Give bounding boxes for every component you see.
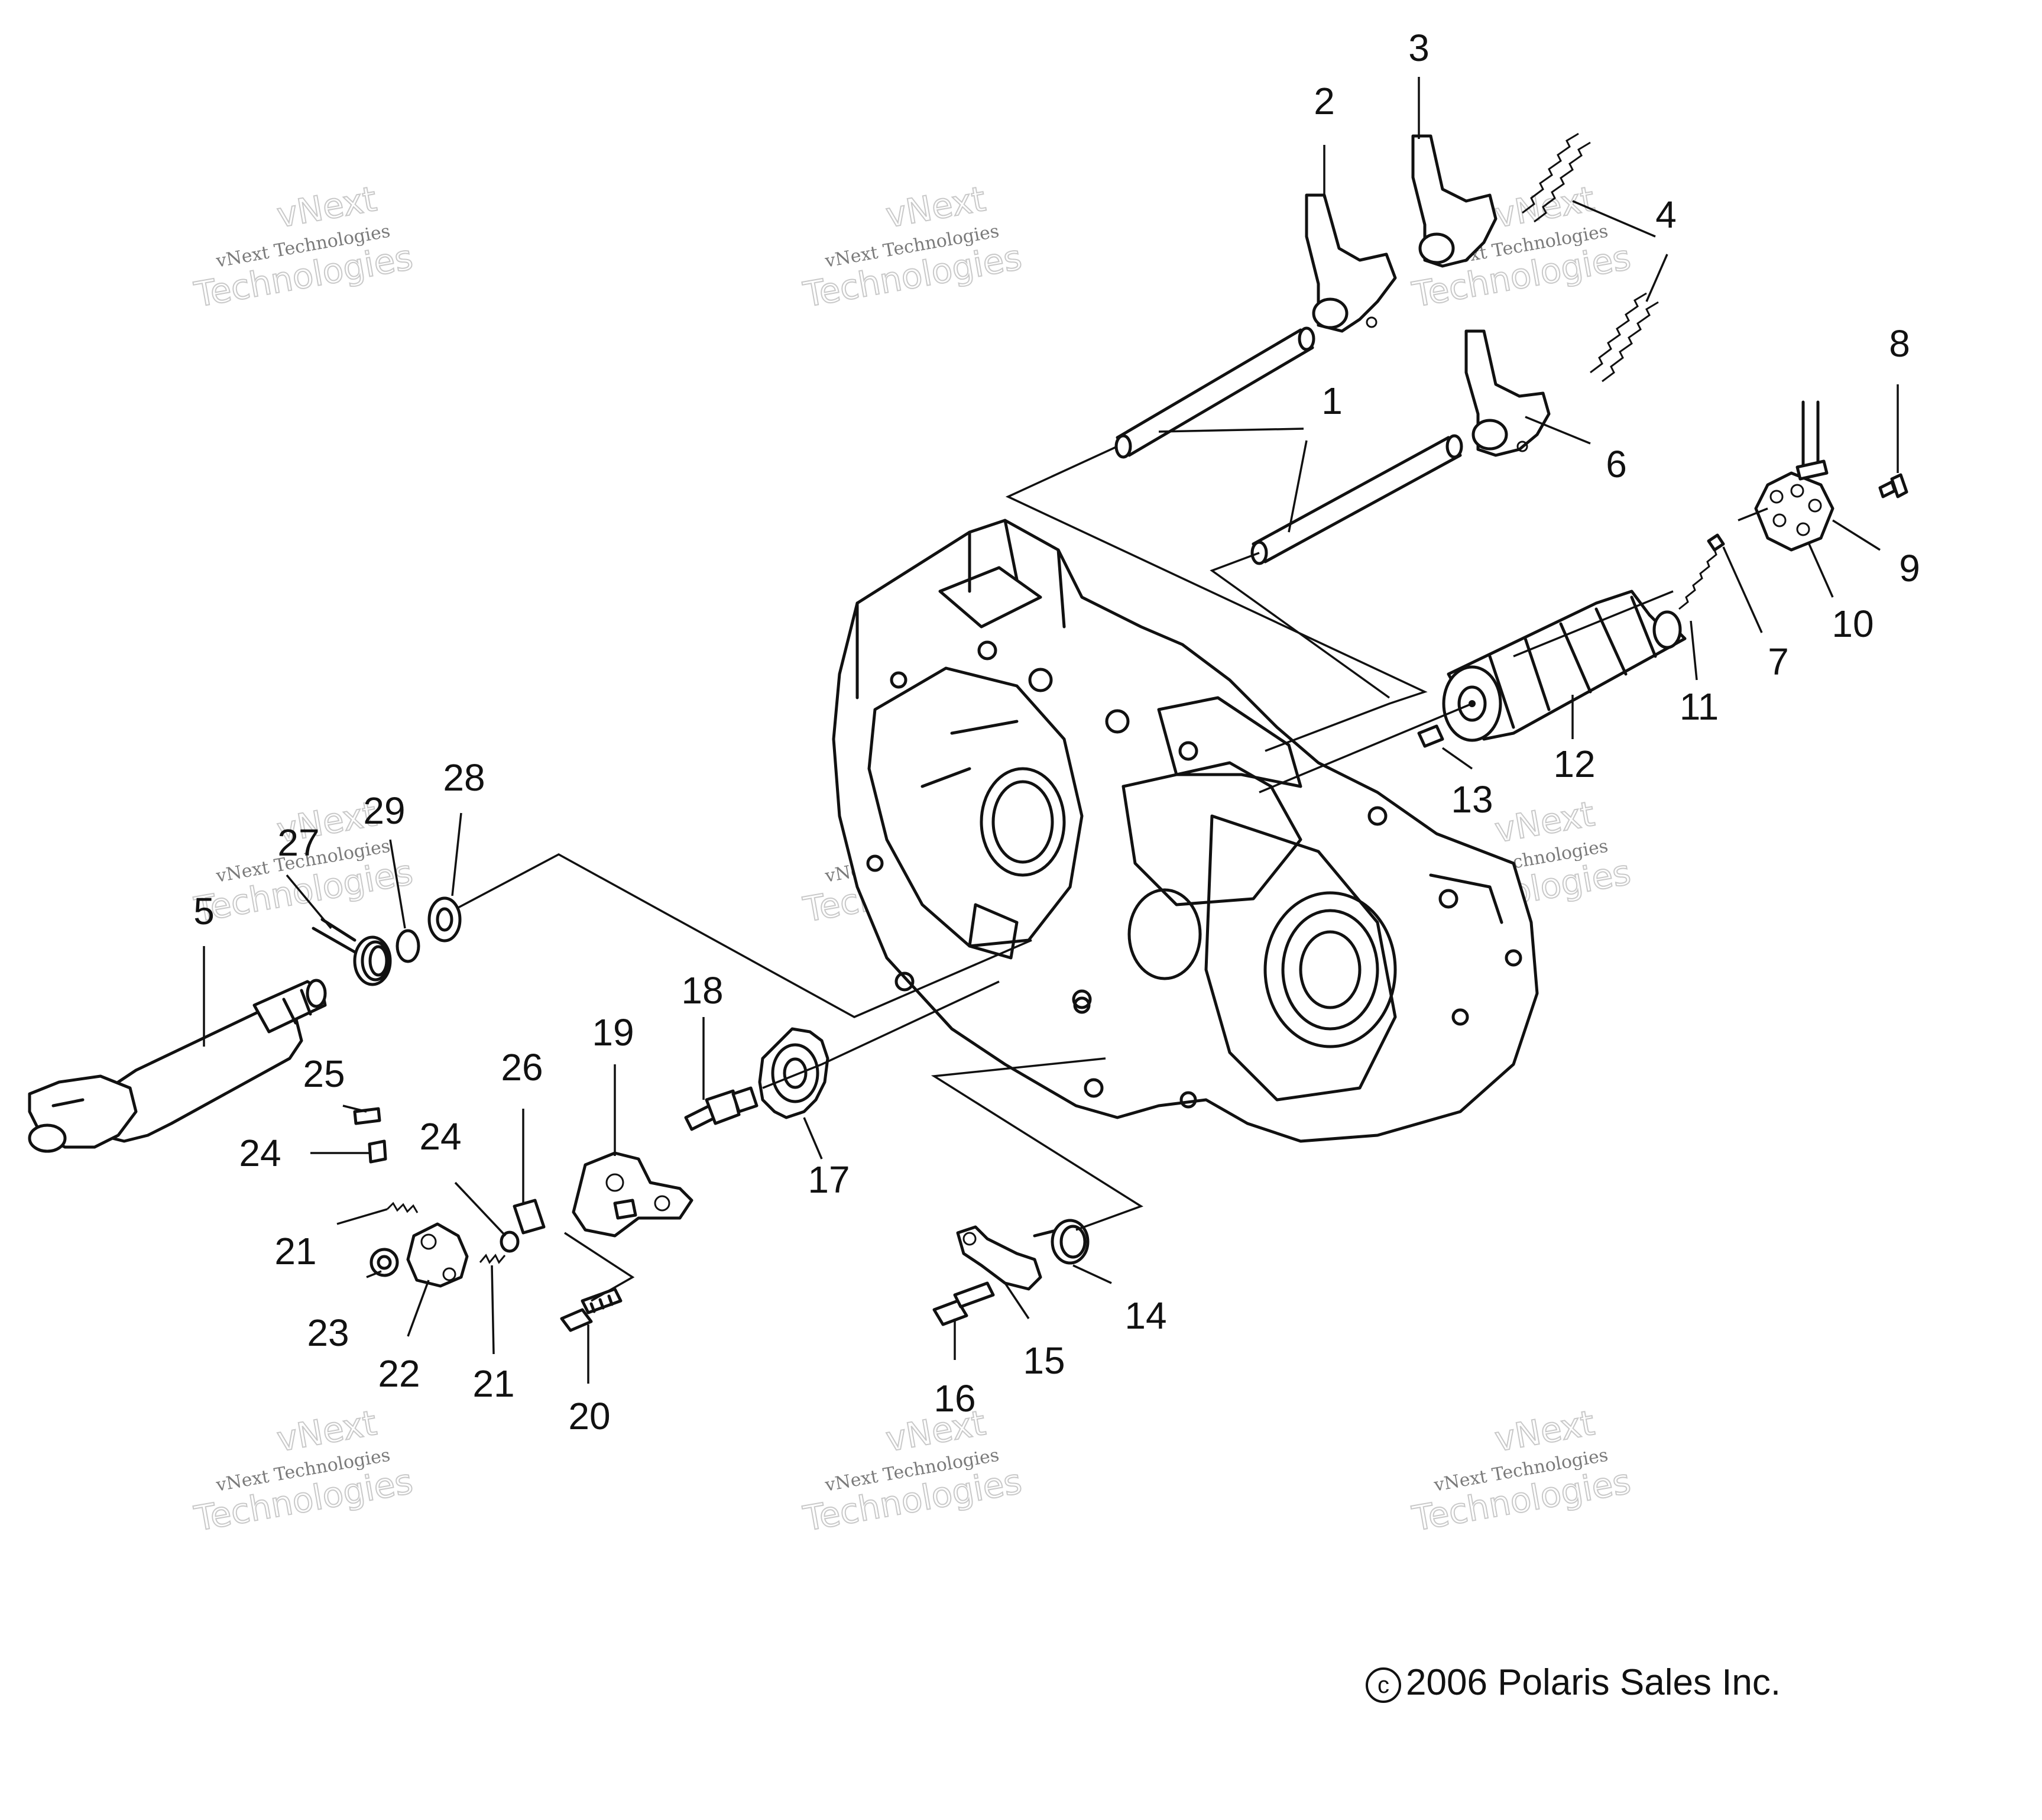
gear-shift-shaft [28, 979, 327, 1153]
callout-3: 3 [1408, 27, 1430, 69]
callout-21-upper: 21 [274, 1230, 316, 1272]
callout-10: 10 [1832, 603, 1874, 645]
callout-29: 29 [363, 789, 405, 832]
callout-6: 6 [1606, 443, 1627, 485]
callout-5: 5 [193, 890, 215, 932]
stopper-arm-spring [1033, 1219, 1090, 1265]
callout-13: 13 [1451, 778, 1493, 821]
callout-12: 12 [1553, 743, 1595, 785]
callout-8: 8 [1889, 322, 1910, 365]
shift-ratchet-arm [406, 1222, 469, 1288]
crankcase-drawing [832, 519, 1539, 1143]
callout-19: 19 [592, 1011, 634, 1054]
callout-4: 4 [1655, 193, 1677, 236]
callout-20: 20 [568, 1395, 610, 1437]
shift-rod-upper [1114, 326, 1315, 459]
callout-21-lower: 21 [472, 1362, 514, 1405]
shaft-washer [427, 896, 462, 943]
ratchet-roller-upper [368, 1139, 387, 1164]
callout-17: 17 [808, 1158, 850, 1201]
callout-22: 22 [378, 1352, 420, 1395]
callout-14: 14 [1124, 1294, 1166, 1337]
callout-23: 23 [307, 1311, 349, 1354]
cam-plate-screw [1878, 473, 1908, 498]
callout-24-lower: 24 [419, 1115, 461, 1158]
callout-26: 26 [501, 1046, 543, 1089]
callout-25: 25 [303, 1053, 345, 1095]
shift-fork-2 [1305, 193, 1397, 333]
segment-bolt [684, 1086, 759, 1131]
shift-fork-3 [1411, 134, 1498, 268]
shift-drum-segment [758, 1027, 829, 1119]
callout-labels: 1 2 3 4 5 6 7 8 9 10 11 12 13 14 15 16 1… [193, 27, 1920, 1437]
callout-16: 16 [934, 1377, 975, 1420]
ratchet-spring-lower [479, 1254, 506, 1264]
shift-drum [1442, 590, 1687, 742]
shift-rod-lower [1250, 434, 1463, 565]
callout-18: 18 [681, 969, 723, 1012]
callout-24-upper: 24 [239, 1132, 281, 1174]
detent-pin [1707, 533, 1725, 552]
detent-spring-upper [1522, 132, 1591, 223]
callout-15: 15 [1023, 1339, 1065, 1382]
stopper-plate [572, 1151, 693, 1238]
ratchet-pawl [513, 1199, 546, 1235]
shaft-circlip [396, 929, 420, 963]
drum-pin [1417, 724, 1444, 748]
ratchet-roller-lower [500, 1230, 520, 1253]
callout-28: 28 [443, 756, 485, 799]
ratchet-nut [369, 1248, 399, 1277]
copyright-symbol: c [1366, 1667, 1401, 1703]
callout-11: 11 [1680, 685, 1719, 728]
ratchet-spring-upper [386, 1202, 419, 1213]
stopper-arm [956, 1225, 1042, 1291]
ratchet-pin [353, 1107, 381, 1125]
callout-9: 9 [1899, 547, 1920, 590]
detent-spring-lower [1590, 292, 1659, 383]
leader-lines [203, 77, 1899, 1384]
copyright-text: 2006 Polaris Sales Inc. [1406, 1662, 1781, 1703]
shaft-return-spring [312, 918, 392, 986]
arm-bolt [932, 1281, 995, 1326]
drum-spring [1678, 542, 1724, 610]
shift-fork-6 [1464, 329, 1551, 457]
callout-7: 7 [1768, 640, 1789, 683]
callout-27: 27 [277, 821, 319, 864]
drum-cam-plate [1754, 400, 1834, 552]
callout-2: 2 [1314, 80, 1335, 122]
stopper-bolt [560, 1287, 623, 1332]
callout-1: 1 [1321, 380, 1343, 422]
